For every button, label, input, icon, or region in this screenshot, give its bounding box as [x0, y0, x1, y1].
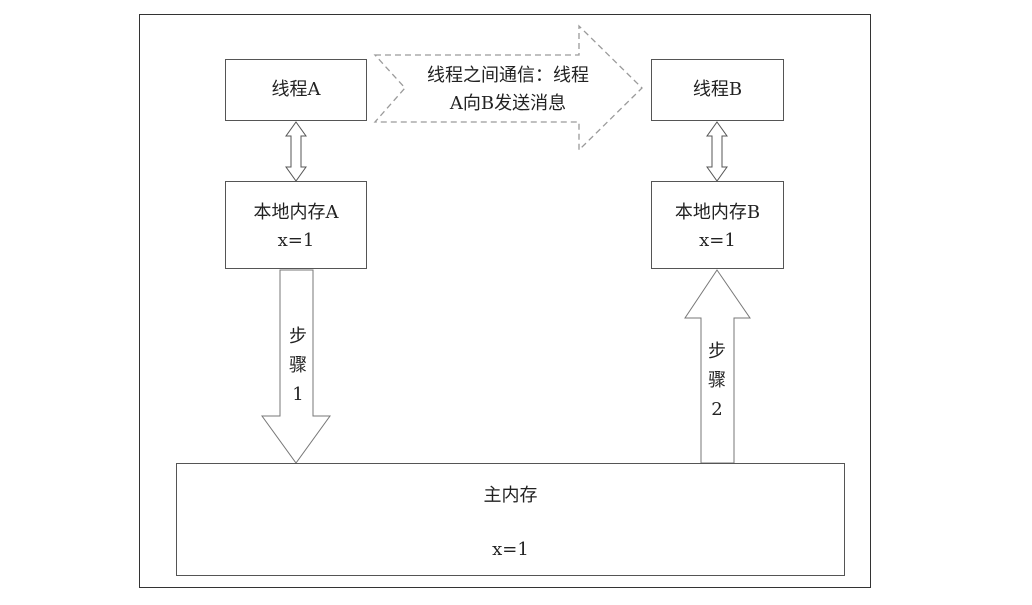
local-memory-a-title: 本地内存A	[253, 202, 339, 223]
thread-a-box: 线程A	[225, 59, 367, 121]
message-arrow	[373, 24, 643, 152]
local-memory-b-box: 本地内存B x=1	[651, 181, 784, 269]
step1-char1: 步	[289, 326, 307, 347]
step2-number: 2	[711, 399, 723, 420]
message-line-1: 线程之间通信：线程	[427, 65, 589, 86]
local-memory-a-box: 本地内存A x=1	[225, 181, 367, 269]
double-arrow-b	[706, 121, 728, 182]
thread-b-label: 线程B	[692, 79, 743, 101]
step2-char2: 骤	[708, 370, 726, 391]
step1-number: 1	[292, 384, 304, 405]
message-line-2: A向B发送消息	[449, 92, 567, 114]
main-memory-title: 主内存	[483, 485, 538, 506]
step2-char1: 步	[708, 341, 726, 362]
thread-a-label: 线程A	[271, 79, 321, 101]
local-memory-a-value: x=1	[277, 229, 315, 251]
step1-arrow	[261, 269, 331, 464]
double-arrow-a	[285, 121, 307, 182]
step1-char2: 骤	[289, 355, 307, 376]
local-memory-b-title: 本地内存B	[674, 202, 761, 223]
local-memory-b-value: x=1	[699, 229, 736, 251]
step1-label: 步 骤 1	[283, 322, 313, 409]
step2-label: 步 骤 2	[702, 337, 732, 424]
message-text: 线程之间通信：线程 A向B发送消息	[398, 62, 618, 118]
main-memory-box: 主内存 x=1	[176, 463, 845, 576]
main-memory-value: x=1	[492, 539, 529, 560]
diagram-frame	[139, 14, 871, 588]
thread-b-box: 线程B	[651, 59, 784, 121]
